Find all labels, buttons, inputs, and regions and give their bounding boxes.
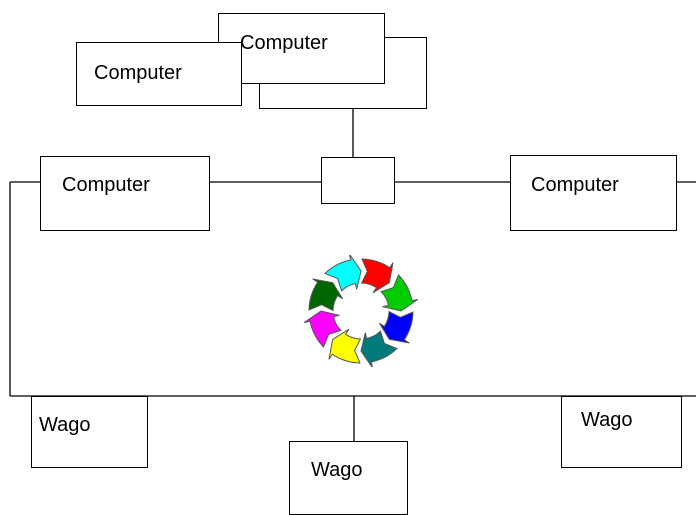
computer-label-front-left: Computer [94,62,182,84]
wago-box-right: Wago [561,396,682,468]
wago-box-center: Wago [289,441,408,515]
computer-box-right: Computer [510,155,677,231]
computer-label-left: Computer [62,174,150,196]
wago-label-right: Wago [581,409,633,431]
cycle-arrow-segment-dark-green [308,278,344,312]
wago-label-center: Wago [311,459,363,481]
cycle-arrow-segment-cyan [324,255,362,292]
cycle-arrow-segment-green [380,274,419,312]
cycle-arrow-segment-yellow [328,328,362,364]
computer-box-left: Computer [40,156,210,231]
cycle-arrow-segment-red [360,258,394,294]
wago-label-left: Wago [39,414,91,436]
cycle-arrow-segment-magenta [303,310,342,348]
cycle-arrow-segment-blue [378,310,414,344]
hub-box [321,157,395,204]
cycle-arrow-segment-teal [360,330,398,367]
computer-label-right: Computer [531,174,619,196]
computer-box-front-left: Computer [76,42,242,106]
cycle-arrows-icon [303,255,419,367]
computer-label-top: Computer [240,32,328,54]
computer-box-top: Computer [218,13,385,84]
wago-box-left: Wago [31,396,148,468]
